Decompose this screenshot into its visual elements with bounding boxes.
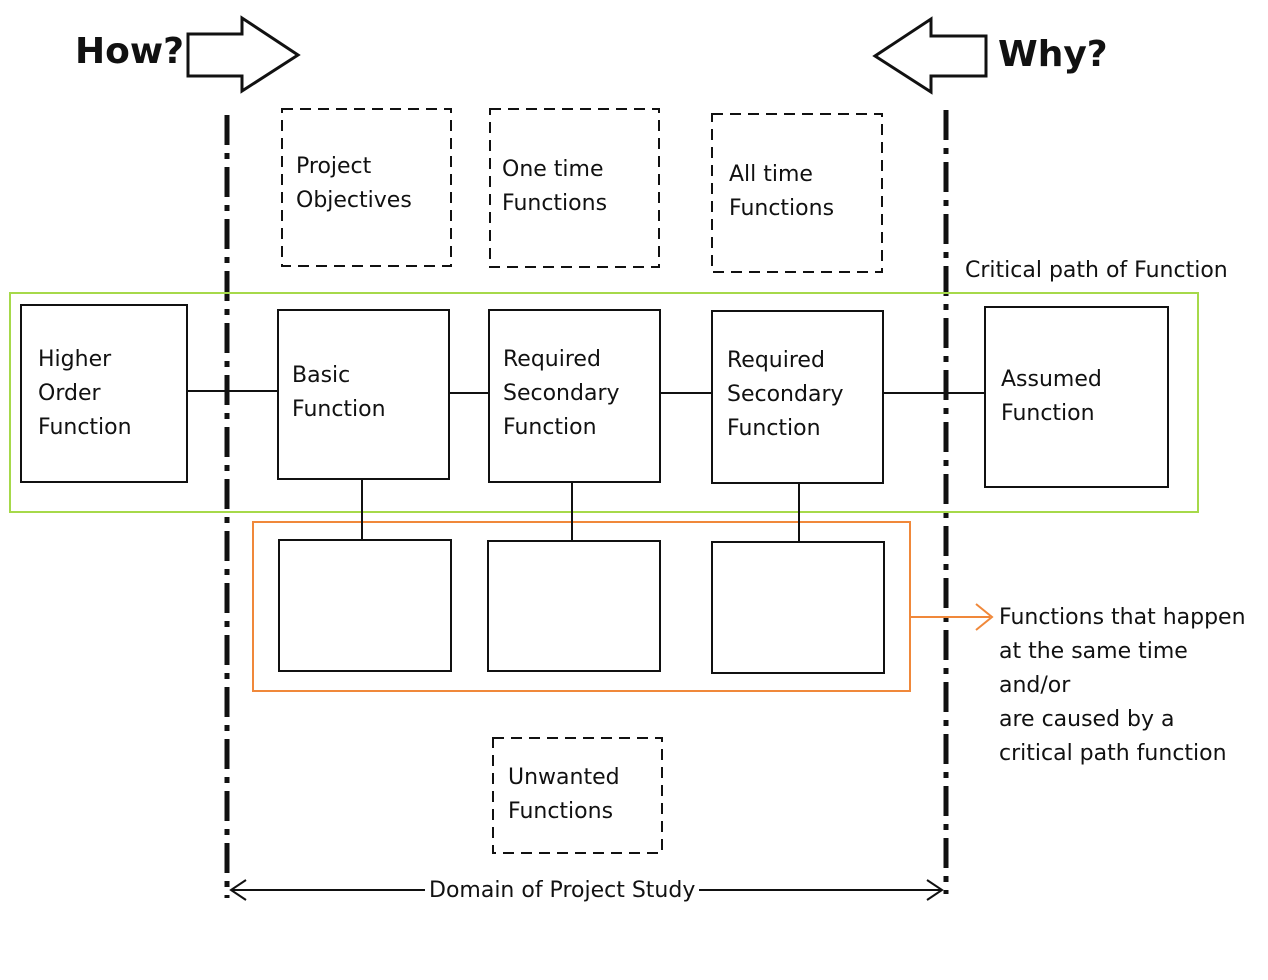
required-secondary-function-label-1: Required Secondary Function bbox=[503, 347, 620, 440]
domain-arrow-right-icon bbox=[926, 879, 944, 901]
concurrent-box-3 bbox=[711, 541, 885, 674]
basic-function-label: Basic Function bbox=[292, 363, 386, 422]
required-secondary-function-label-2: Required Secondary Function bbox=[727, 348, 844, 441]
concurrent-functions-label: Functions that happen at the same time a… bbox=[999, 605, 1246, 766]
all-time-functions-box bbox=[711, 113, 883, 273]
concurrent-functions-frame bbox=[252, 521, 911, 692]
required-secondary-function-box-1 bbox=[488, 309, 661, 483]
assumed-function-box bbox=[984, 306, 1169, 488]
how-arrow-icon bbox=[186, 15, 301, 94]
required-secondary-function-box-2 bbox=[711, 310, 884, 484]
concurrent-box-1 bbox=[278, 539, 452, 672]
assumed-function-label: Assumed Function bbox=[1001, 367, 1102, 426]
unwanted-functions-label: Unwanted Functions bbox=[508, 765, 620, 824]
how-label: How? bbox=[75, 31, 185, 72]
concurrent-arrow-icon bbox=[975, 603, 994, 631]
concurrent-box-2 bbox=[487, 540, 661, 672]
domain-arrow-left-icon bbox=[229, 879, 247, 901]
unwanted-functions-box bbox=[492, 737, 663, 854]
critical-path-frame bbox=[9, 292, 1199, 513]
one-time-functions-label: One time Functions bbox=[502, 157, 608, 216]
critical-path-label: Critical path of Function bbox=[965, 258, 1228, 283]
higher-order-function-box bbox=[20, 304, 188, 483]
domain-of-project-study-label: Domain of Project Study bbox=[425, 876, 700, 906]
basic-function-box bbox=[277, 309, 450, 480]
all-time-functions-label: All time Functions bbox=[729, 162, 835, 221]
why-label: Why? bbox=[998, 34, 1108, 75]
project-objectives-label: Project Objectives bbox=[296, 154, 412, 213]
why-arrow-icon bbox=[872, 16, 988, 95]
higher-order-function-label: Higher Order Function bbox=[38, 347, 132, 440]
